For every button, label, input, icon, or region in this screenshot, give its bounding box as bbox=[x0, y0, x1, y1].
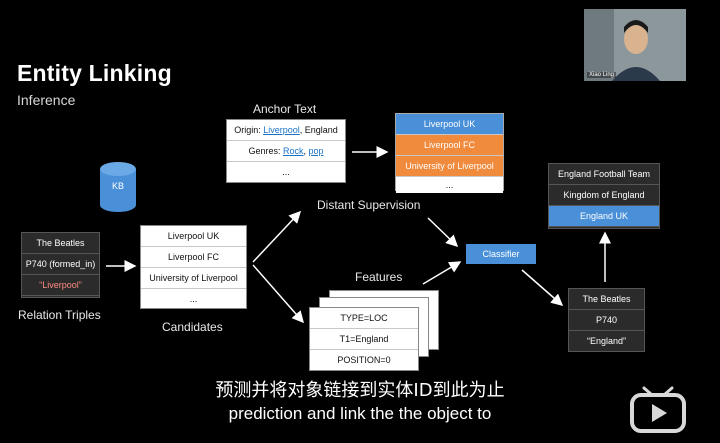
relation-triples-box: The Beatles P740 (formed_in) “Liverpool” bbox=[21, 232, 100, 298]
candidate-row: ... bbox=[189, 294, 198, 304]
webcam-video: Xiao Ling bbox=[584, 9, 686, 81]
output-row: England Football Team bbox=[549, 164, 659, 185]
genre-pop-link[interactable]: pop bbox=[308, 146, 324, 156]
arrow-to-features bbox=[252, 264, 304, 324]
candidates-box: Liverpool UK Liverpool FC University of … bbox=[140, 225, 247, 309]
candidate-row: Liverpool FC bbox=[141, 247, 246, 268]
genres-prefix: Genres: bbox=[248, 146, 283, 156]
features-box: TYPE=LOC T1=England POSITION=0 bbox=[309, 307, 419, 371]
subtitle-english: prediction and link the the object to bbox=[228, 404, 492, 423]
feature-row: POSITION=0 bbox=[337, 355, 391, 365]
kb-label: KB bbox=[111, 181, 124, 191]
supervision-row: University of Liverpool bbox=[396, 156, 503, 177]
output-list-box: England Football Team Kingdom of England… bbox=[548, 163, 660, 229]
supervision-row: Liverpool FC bbox=[396, 135, 503, 156]
genre-rock-link[interactable]: Rock bbox=[282, 146, 304, 156]
genres-separator: , bbox=[303, 146, 309, 156]
anchor-origin-row: Origin: Liverpool, England bbox=[227, 120, 345, 141]
presenter-image bbox=[584, 9, 686, 81]
arrow-distant-to-classifier bbox=[427, 217, 459, 248]
slide-title: Entity Linking bbox=[17, 60, 172, 86]
feature-row: T1=England bbox=[310, 329, 418, 350]
origin-link[interactable]: Liverpool bbox=[263, 125, 300, 135]
relation-row: P740 (formed_in) bbox=[22, 254, 99, 275]
relation-row-highlight: “Liverpool” bbox=[22, 275, 99, 296]
result-row: The Beatles bbox=[569, 289, 644, 310]
output-row-selected: England UK bbox=[549, 206, 659, 227]
supervision-row: ... bbox=[396, 177, 503, 193]
supervision-row: Liverpool UK bbox=[396, 114, 503, 135]
arrow-classifier-to-result bbox=[521, 269, 564, 306]
supervision-list-box: Liverpool UK Liverpool FC University of … bbox=[395, 113, 504, 193]
play-logo-icon[interactable] bbox=[628, 384, 688, 434]
origin-suffix: , England bbox=[299, 125, 338, 135]
features-label: Features bbox=[355, 270, 403, 284]
relation-triples-label: Relation Triples bbox=[18, 308, 101, 322]
classifier-label: Classifier bbox=[482, 249, 520, 259]
output-row: Kingdom of England bbox=[549, 185, 659, 206]
slide-subtitle: Inference bbox=[17, 92, 76, 108]
anchor-text-label: Anchor Text bbox=[253, 102, 317, 116]
anchor-genres-row: Genres: Rock, pop bbox=[227, 141, 345, 162]
webcam-name: Xiao Ling bbox=[587, 72, 617, 78]
subtitle-chinese: 预测并将对象链接到实体ID到此为止 bbox=[215, 380, 505, 401]
result-row: “England” bbox=[569, 331, 644, 352]
distant-supervision-label: Distant Supervision bbox=[317, 198, 421, 212]
candidate-row: University of Liverpool bbox=[141, 268, 246, 289]
relation-row: The Beatles bbox=[22, 233, 99, 254]
arrow-features-to-classifier bbox=[422, 261, 462, 285]
origin-prefix: Origin: bbox=[234, 125, 264, 135]
feature-row: TYPE=LOC bbox=[310, 308, 418, 329]
classifier-box: Classifier bbox=[466, 244, 536, 264]
candidates-label: Candidates bbox=[162, 320, 223, 334]
kb-database-icon bbox=[100, 162, 136, 212]
result-row: P740 bbox=[569, 310, 644, 331]
candidate-row: Liverpool UK bbox=[141, 226, 246, 247]
anchor-more-row: ... bbox=[282, 167, 290, 177]
arrow-to-distant bbox=[252, 210, 302, 263]
result-box: The Beatles P740 “England” bbox=[568, 288, 645, 352]
anchor-text-box: Origin: Liverpool, England Genres: Rock,… bbox=[226, 119, 346, 183]
